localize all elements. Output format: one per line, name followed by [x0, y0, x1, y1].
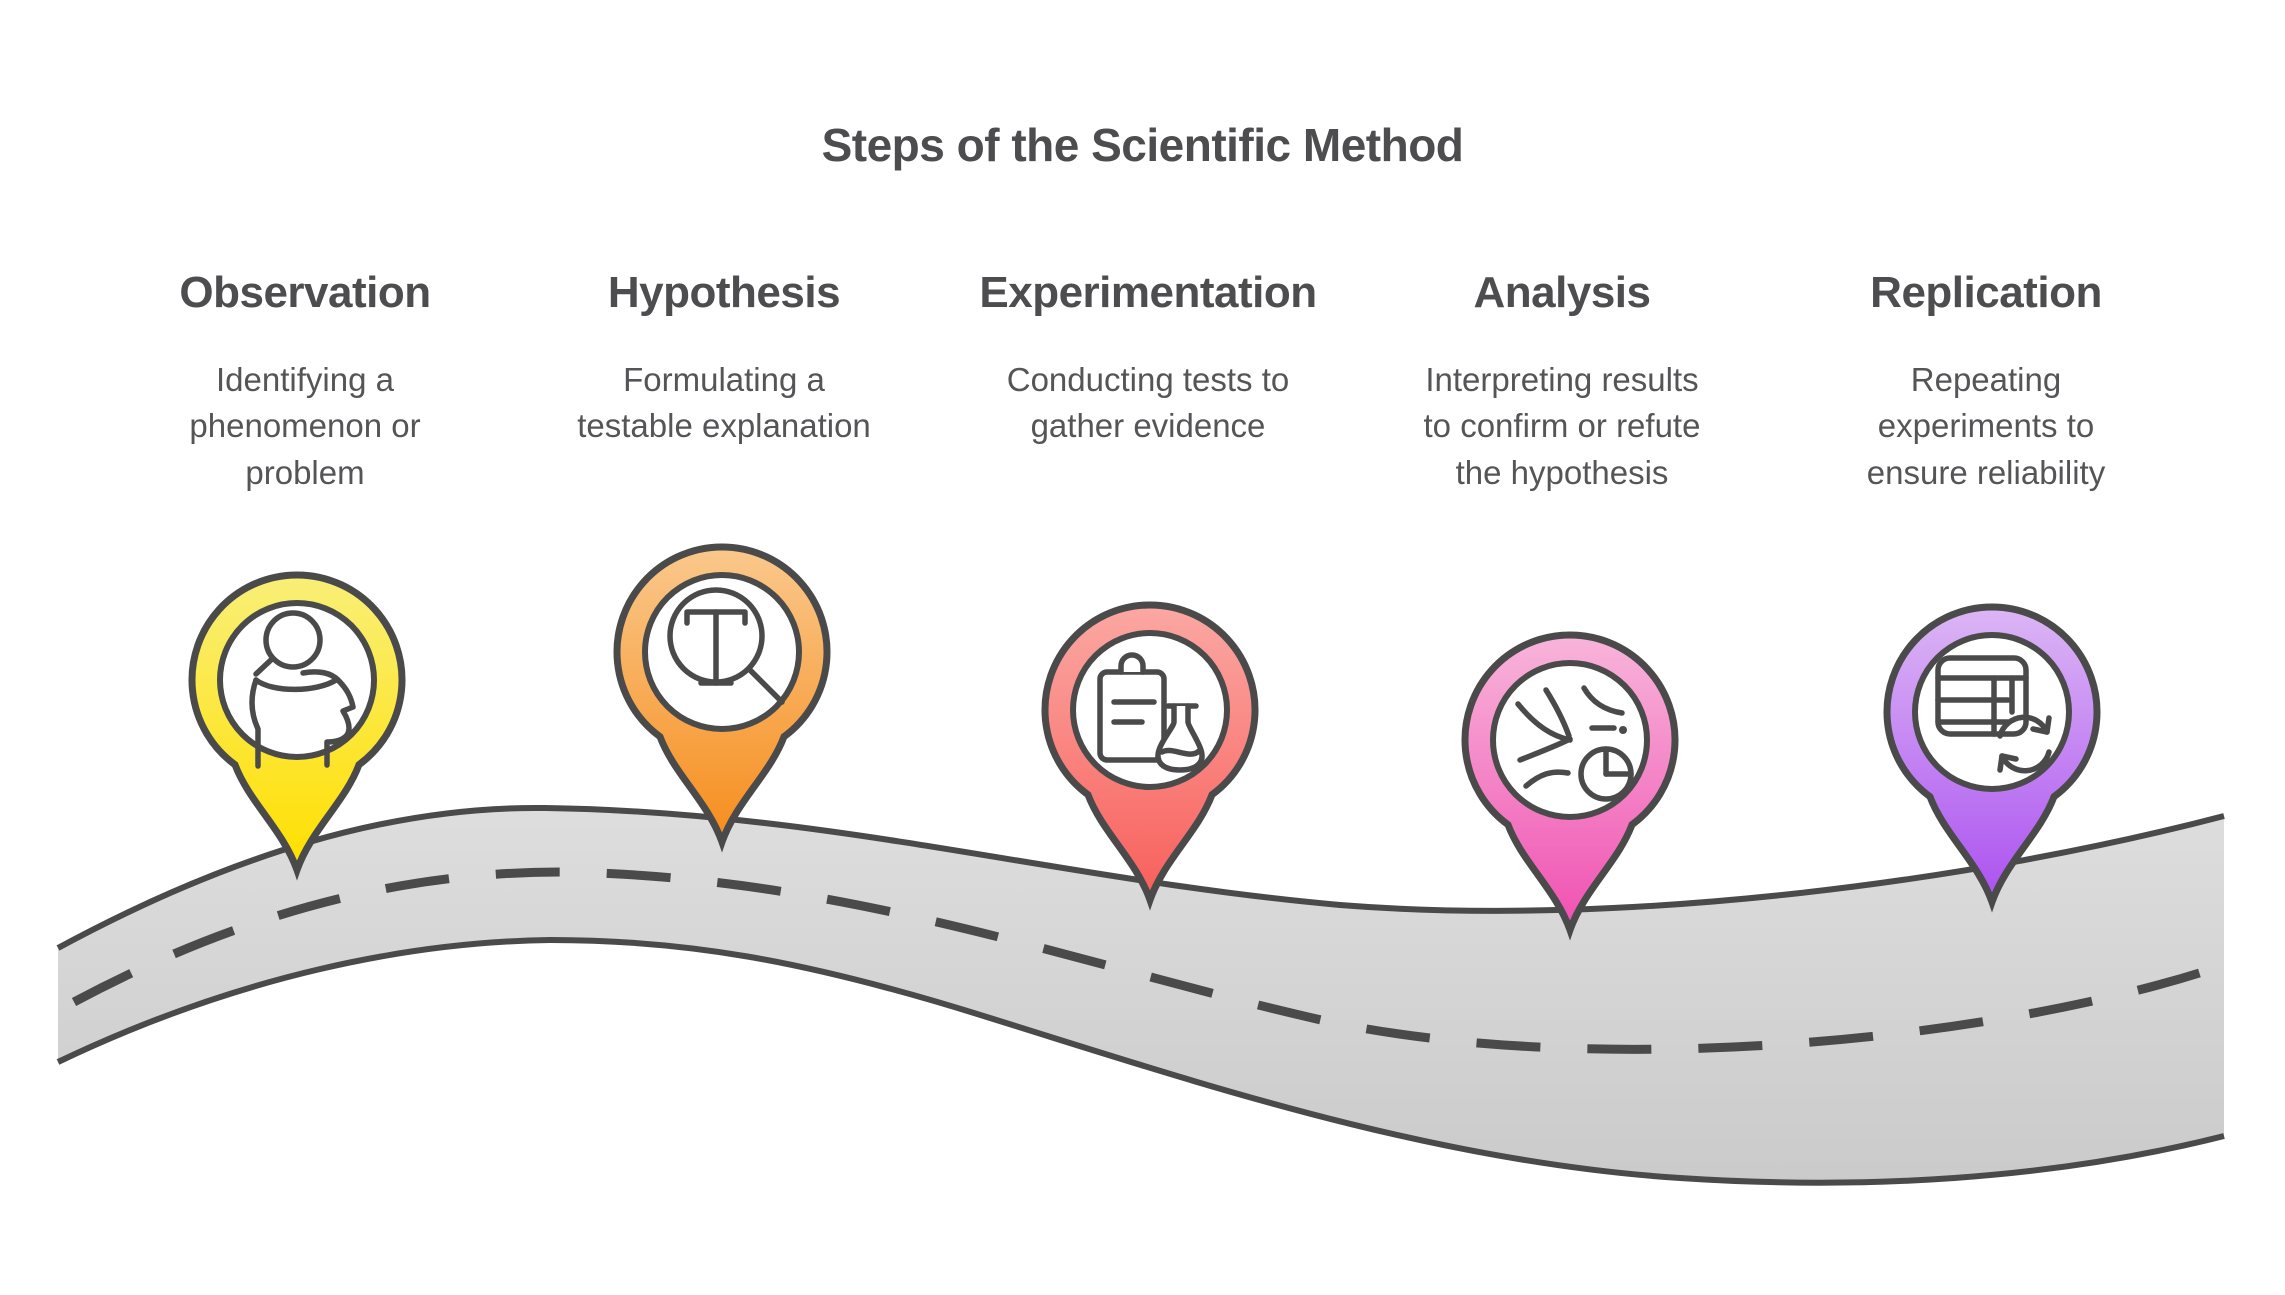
step-label-analysis: Analysis Interpreting results to confirm…	[1322, 268, 1802, 497]
pin-replication	[1883, 603, 2101, 913]
step-description: Interpreting results to confirm or refut…	[1423, 360, 1701, 492]
step-heading: Observation	[179, 268, 431, 317]
wind-pie-icon	[1515, 685, 1634, 802]
road-graphic	[56, 804, 2225, 1186]
step-description: Identifying a phenomenon or problem	[189, 360, 421, 492]
step-label-replication: Replication Repeating experiments to ens…	[1746, 268, 2226, 497]
step-label-hypothesis: Hypothesis Formulating a testable explan…	[484, 268, 964, 450]
step-heading: Experimentation	[979, 268, 1317, 317]
clipboard-flask-icon	[1097, 652, 1205, 773]
pin-experimentation	[1041, 601, 1259, 911]
pin-observation	[188, 571, 406, 881]
table-refresh-icon	[1935, 655, 2052, 774]
step-description: Conducting tests to gather evidence	[1006, 360, 1290, 445]
step-heading: Analysis	[1473, 268, 1651, 317]
road-top-edge	[56, 804, 2225, 951]
step-heading: Hypothesis	[607, 268, 841, 317]
road-surface	[58, 807, 2224, 1183]
pin-hypothesis	[613, 543, 831, 853]
step-heading: Replication	[1870, 268, 2102, 317]
step-description: Repeating experiments to ensure reliabil…	[1866, 360, 2106, 492]
head-magnifier-icon	[249, 610, 356, 769]
pin-inner-circle	[642, 572, 802, 732]
step-label-experimentation: Experimentation Conducting tests to gath…	[908, 268, 1388, 450]
text-magnifier-icon	[667, 587, 785, 705]
step-label-observation: Observation Identifying a phenomenon or …	[65, 268, 545, 497]
road-centerline	[71, 867, 2217, 1054]
diagram-title: Steps of the Scientific Method	[821, 119, 1464, 171]
step-description: Formulating a testable explanation	[577, 360, 871, 445]
road-bottom-edge	[56, 936, 2225, 1186]
pin-analysis	[1461, 631, 1679, 941]
pin-inner-circle	[217, 600, 377, 760]
